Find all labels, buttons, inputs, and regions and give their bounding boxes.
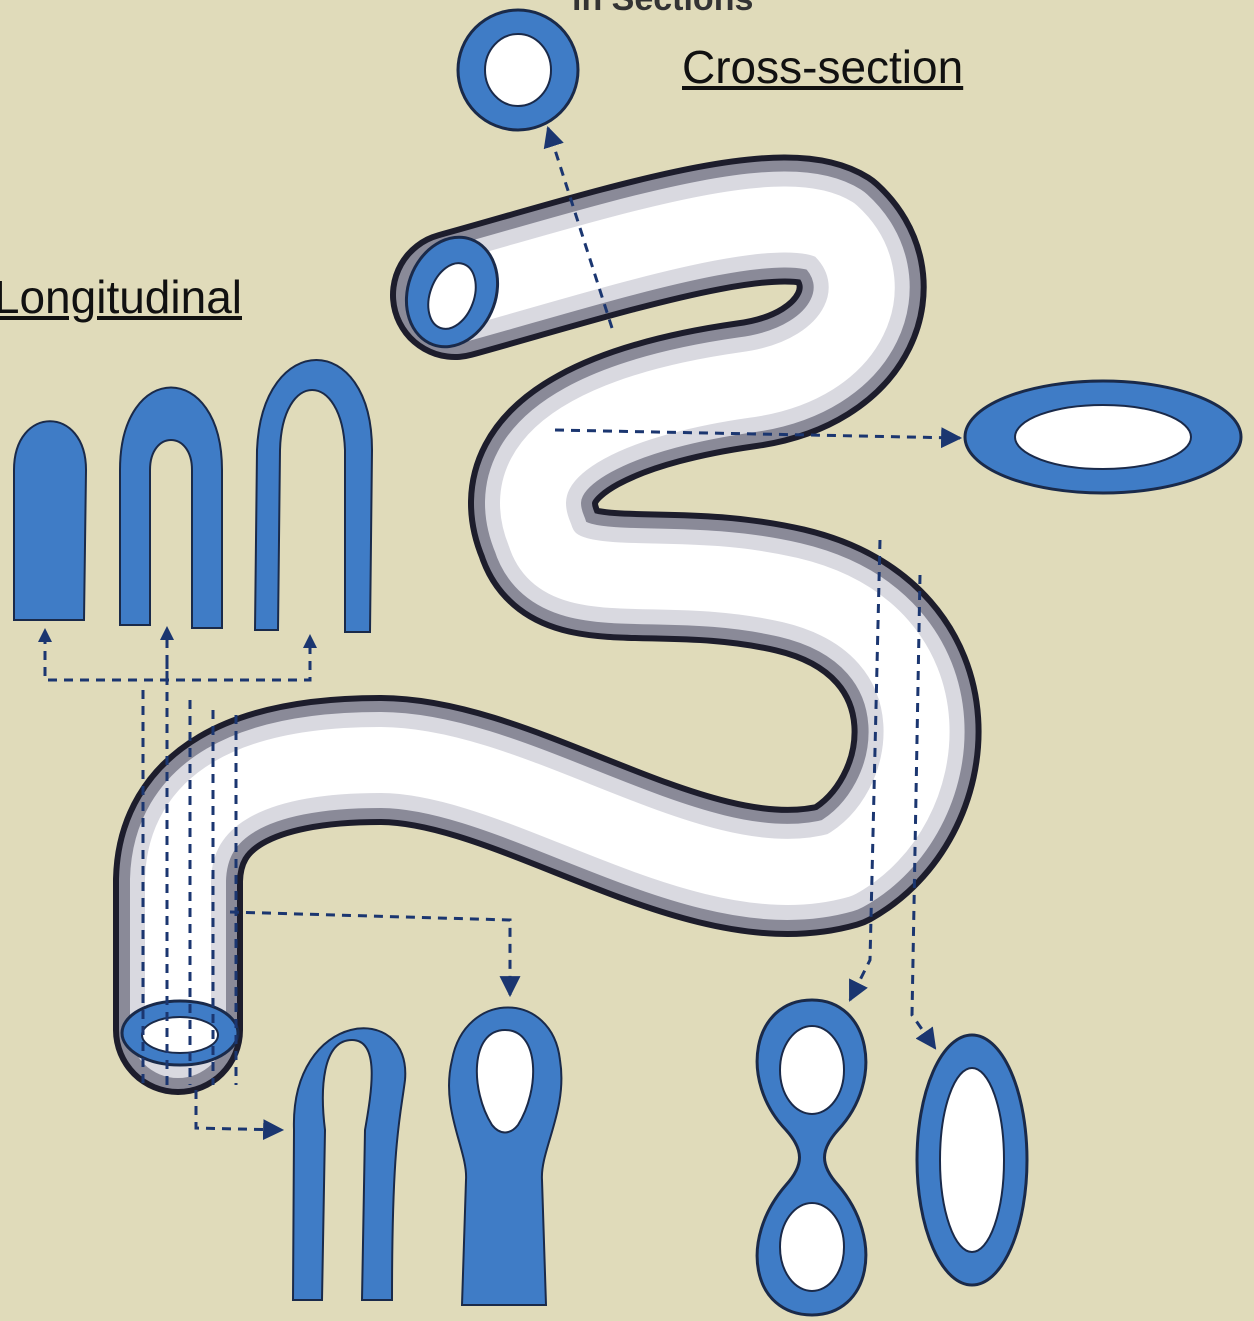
longitudinal-label: Longitudinal (0, 270, 242, 324)
coiled-tube (122, 219, 917, 1065)
partial-heading: in Sections (572, 0, 753, 19)
cross-section-label: Cross-section (682, 40, 963, 94)
longitudinal-u-narrow (120, 388, 222, 629)
longitudinal-u-wide (255, 360, 372, 632)
longitudinal-label-text: Longitudinal (0, 271, 242, 323)
section-circle (458, 10, 578, 130)
section-ellipse-horizontal (965, 381, 1241, 493)
longitudinal-u-bottom (293, 1028, 405, 1300)
longitudinal-keyhole (449, 1008, 561, 1306)
section-figure-eight (757, 1000, 866, 1315)
section-ellipse-vertical (917, 1035, 1027, 1285)
longitudinal-solid (14, 421, 86, 620)
